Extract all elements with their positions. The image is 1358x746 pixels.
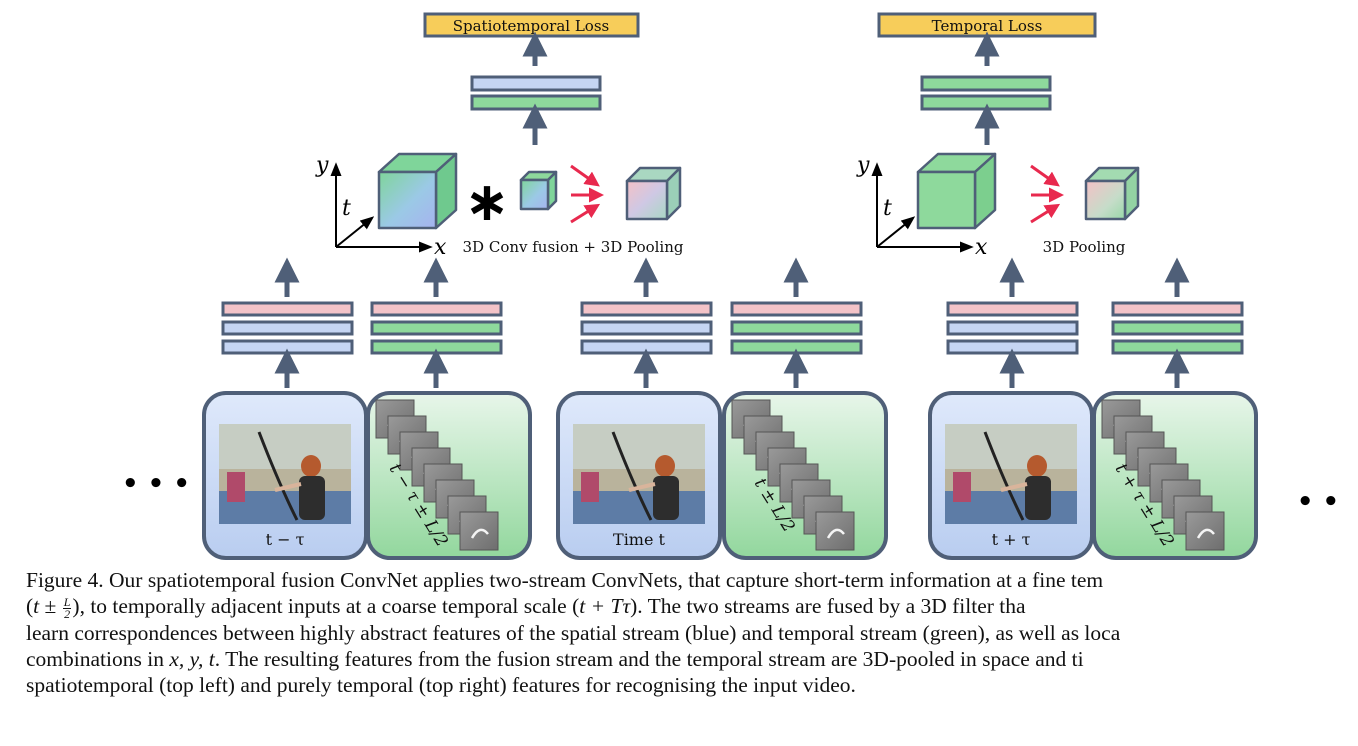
caption-line-1: Figure 4. Our spatiotemporal fusion Conv… bbox=[26, 568, 1104, 592]
conv-layer-green bbox=[730, 320, 863, 336]
fc-layer-green bbox=[920, 94, 1052, 111]
ellipsis-left: • • • bbox=[122, 469, 190, 499]
optical-flow-stack bbox=[375, 399, 499, 551]
spatiotemporal-head: Spatiotemporal Loss y t x ∗ bbox=[315, 12, 684, 260]
pooled-fusion-cube bbox=[625, 166, 682, 221]
conv-layer-pink bbox=[221, 301, 354, 317]
pooling-op-label: 3D Pooling bbox=[1043, 238, 1126, 256]
caption-line-3: learn correspondences between highly abs… bbox=[26, 620, 1121, 645]
axis-x-label: x bbox=[434, 235, 447, 260]
caption-line-4: combinations in x, y, t. The resulting f… bbox=[26, 646, 1084, 671]
xyt-axes: y t x bbox=[315, 153, 447, 260]
optical-flow-stack bbox=[1101, 399, 1225, 551]
conv-layer-green bbox=[370, 320, 503, 336]
axis-y-label: y bbox=[315, 153, 329, 178]
conv-layer-green bbox=[370, 339, 503, 355]
axis-y-label: y bbox=[856, 153, 870, 178]
conv-layer-pink bbox=[580, 301, 713, 317]
spatial-input-panel: t + τ bbox=[928, 391, 1094, 560]
conv-layer-pink bbox=[730, 301, 863, 317]
conv-layer-blue bbox=[946, 339, 1079, 355]
conv-layer-pink bbox=[1111, 301, 1244, 317]
pooling-arrows bbox=[570, 164, 604, 224]
caption-line-5: spatiotemporal (top left) and purely tem… bbox=[26, 672, 856, 697]
temporal-input-panel: t − τ ± L/2 bbox=[366, 391, 532, 560]
conv-layer-blue bbox=[221, 339, 354, 355]
fc-layer-green bbox=[470, 94, 602, 111]
fc-layer-green bbox=[920, 75, 1052, 92]
conv-layer-pink bbox=[370, 301, 503, 317]
spatial-input-panel: t − τ bbox=[202, 391, 368, 560]
spatial-stream bbox=[221, 257, 354, 388]
temporal-feature-cube bbox=[916, 152, 997, 230]
conv-layer-blue bbox=[946, 320, 1079, 336]
conv-operator-symbol: ∗ bbox=[464, 170, 509, 233]
temporal-input-panel: t + τ ± L/2 bbox=[1092, 391, 1258, 560]
optical-flow-stack bbox=[731, 399, 855, 551]
conv-layer-green bbox=[730, 339, 863, 355]
axis-t-label: t bbox=[342, 196, 351, 221]
video-frame bbox=[219, 424, 351, 524]
conv-layer-blue bbox=[580, 339, 713, 355]
ellipsis-right: • • bbox=[1297, 487, 1339, 517]
figure-4-diagram: Spatiotemporal Loss y t x ∗ bbox=[122, 12, 1339, 560]
conv-layer-green bbox=[1111, 339, 1244, 355]
spatial-input-panel: Time t bbox=[556, 391, 722, 560]
axis-t-label: t bbox=[883, 196, 892, 221]
xyt-axes: y t x bbox=[856, 153, 988, 260]
temporal-stream bbox=[730, 257, 863, 388]
temporal-loss-label: Temporal Loss bbox=[932, 17, 1043, 35]
spatial-input-label: t − τ bbox=[266, 530, 305, 549]
spatial-input-label: Time t bbox=[613, 530, 666, 549]
temporal-stream bbox=[1111, 257, 1244, 388]
axis-x-label: x bbox=[975, 235, 988, 260]
spatiotemporal-loss-label: Spatiotemporal Loss bbox=[453, 17, 610, 35]
temporal-head: Temporal Loss y t x 3D Pooling bbox=[856, 12, 1140, 260]
spatial-stream bbox=[946, 257, 1079, 388]
fc-layer-blue bbox=[470, 75, 602, 92]
video-frame bbox=[945, 424, 1077, 524]
conv-layer-blue bbox=[221, 320, 354, 336]
conv-layer-green bbox=[1111, 320, 1244, 336]
conv-layer-blue bbox=[580, 320, 713, 336]
fused-feature-cube bbox=[377, 152, 458, 230]
conv-filter-cube bbox=[519, 170, 558, 211]
figure-caption: Figure 4. Our spatiotemporal fusion Conv… bbox=[26, 567, 1358, 698]
fusion-op-label: 3D Conv fusion + 3D Pooling bbox=[463, 238, 684, 256]
stream-columns bbox=[221, 257, 1244, 388]
temporal-input-panel: t ± L/2 bbox=[722, 391, 888, 560]
temporal-stream bbox=[370, 257, 503, 388]
spatial-input-label: t + τ bbox=[992, 530, 1031, 549]
spatial-stream bbox=[580, 257, 713, 388]
conv-layer-pink bbox=[946, 301, 1079, 317]
pooling-arrows bbox=[1030, 164, 1064, 224]
pooled-temporal-cube bbox=[1084, 166, 1140, 221]
video-frame bbox=[573, 424, 705, 524]
